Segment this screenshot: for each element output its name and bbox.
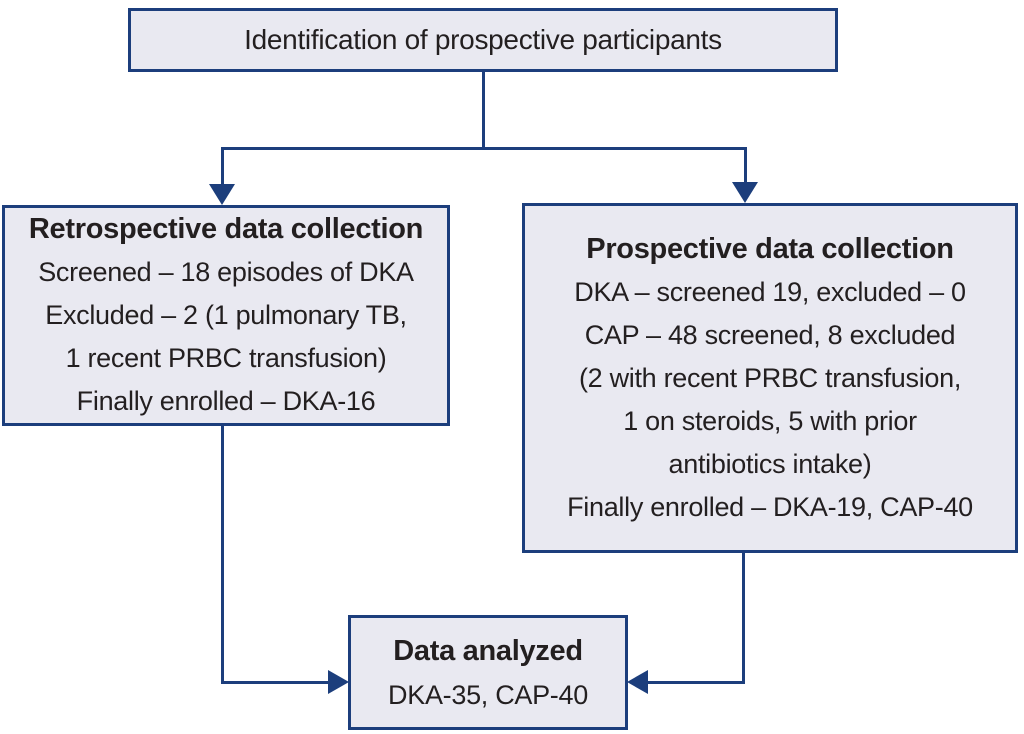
prospective-box-title: Prospective data collection bbox=[586, 232, 954, 265]
arrow-right-icon bbox=[328, 670, 349, 694]
arrow-down-icon bbox=[732, 182, 758, 203]
retrospective-box: Retrospective data collection Screened –… bbox=[2, 205, 450, 426]
prospective-box-line: Finally enrolled – DKA-19, CAP-40 bbox=[567, 491, 973, 522]
arrow-left-icon bbox=[627, 670, 648, 694]
right-horizontal-connector-line bbox=[648, 681, 745, 684]
retrospective-box-line: Screened – 18 episodes of DKA bbox=[38, 257, 414, 287]
data-analyzed-box-line: DKA-35, CAP-40 bbox=[388, 679, 588, 710]
stem-connector-line bbox=[482, 72, 485, 148]
arrow-down-icon bbox=[209, 184, 235, 205]
left-drop-connector-line bbox=[221, 147, 224, 187]
left-horizontal-connector-line bbox=[221, 681, 329, 684]
identification-box: Identification of prospective participan… bbox=[128, 8, 838, 72]
right-drop-connector-line bbox=[744, 147, 747, 185]
prospective-box-line: DKA – screened 19, excluded – 0 bbox=[574, 276, 966, 307]
prospective-box: Prospective data collection DKA – screen… bbox=[522, 203, 1018, 553]
prospective-box-line: (2 with recent PRBC transfusion, bbox=[578, 362, 962, 393]
right-vertical-connector-line bbox=[742, 553, 745, 684]
identification-box-title: Identification of prospective participan… bbox=[244, 24, 722, 55]
data-analyzed-box: Data analyzed DKA-35, CAP-40 bbox=[348, 615, 628, 730]
left-vertical-connector-line bbox=[221, 426, 224, 684]
prospective-box-line: 1 on steroids, 5 with prior bbox=[623, 405, 917, 436]
split-connector-line bbox=[221, 147, 747, 150]
prospective-box-line: CAP – 48 screened, 8 excluded bbox=[584, 319, 956, 350]
retrospective-box-line: 1 recent PRBC transfusion) bbox=[65, 343, 387, 373]
data-analyzed-box-title: Data analyzed bbox=[393, 634, 583, 667]
retrospective-box-line: Excluded – 2 (1 pulmonary TB, bbox=[45, 300, 407, 330]
prospective-box-line: antibiotics intake) bbox=[668, 448, 872, 479]
retrospective-box-line: Finally enrolled – DKA-16 bbox=[76, 386, 376, 416]
retrospective-box-title: Retrospective data collection bbox=[28, 213, 424, 245]
